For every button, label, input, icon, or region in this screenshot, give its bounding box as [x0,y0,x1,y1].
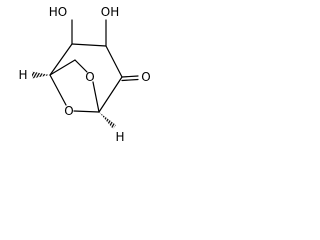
atom-label-ho: HO [49,5,67,19]
hashed-wedge-c1-h [32,71,50,79]
bond-c4-c5 [98,76,123,113]
bond-c2-c1 [49,43,73,76]
atom-label-h-bottom: H [115,130,124,144]
bond-c4-o-ketone-b [121,78,139,82]
bond-o-bridge-c5 [92,81,100,113]
bond-c4-o-ketone-a [121,75,139,78]
atom-label-ketone-o: O [141,70,150,84]
bond-c3-c4 [105,45,123,78]
bond-c1-o-ring [49,74,67,106]
hashed-wedge-c5-h [99,112,116,129]
bond-c6-o-bridge [74,59,88,73]
bond-o-ring-c5 [73,110,100,113]
atom-label-h-left: H [18,68,27,82]
bond-c1-c6 [49,59,76,76]
atom-label-oh: OH [101,5,119,19]
atom-label-bridge-o: O [85,70,94,84]
atom-label-ring-o: O [64,104,73,118]
molecule-structure: HO OH O O O H H [18,5,150,144]
bond-c2-c3 [71,43,107,47]
